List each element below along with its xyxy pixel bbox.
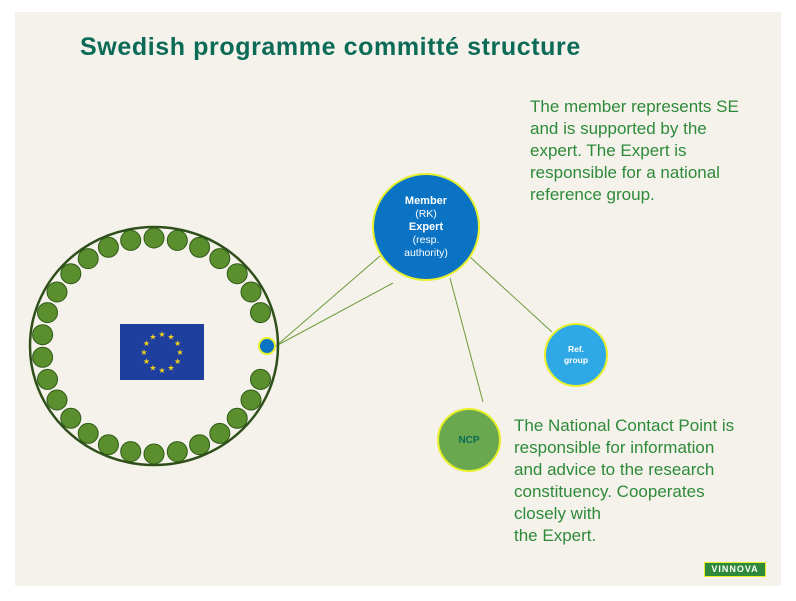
eu-star-icon: ★ bbox=[143, 339, 150, 348]
eu-star-icon: ★ bbox=[143, 357, 150, 366]
ncp-description-line: responsible for information bbox=[514, 438, 715, 457]
committee-member-dot bbox=[120, 441, 142, 463]
swedish-member-dot bbox=[258, 337, 276, 355]
committee-member-dot bbox=[60, 407, 82, 429]
vinnova-logo: VINNOVA bbox=[704, 562, 766, 577]
eu-star-icon: ★ bbox=[167, 332, 174, 341]
member-description-line: responsible for a national bbox=[530, 163, 720, 182]
committee-member-dot bbox=[77, 422, 99, 444]
member-node-title: Member bbox=[404, 194, 448, 207]
ncp-description-line: constituency. Cooperates bbox=[514, 482, 705, 501]
reference-group-node: Ref. group bbox=[544, 323, 608, 387]
committee-member-dot bbox=[143, 227, 165, 249]
committee-member-dot bbox=[37, 368, 58, 390]
committee-member-dot bbox=[60, 263, 82, 285]
eu-flag-icon: ★★★★★★★★★★★★ bbox=[120, 324, 204, 380]
member-description: The member represents SE and is supporte… bbox=[530, 96, 739, 206]
eu-star-icon: ★ bbox=[149, 332, 156, 341]
connector-member-to-ref bbox=[469, 256, 553, 333]
ncp-description-line: closely with bbox=[514, 504, 601, 523]
committee-member-dot bbox=[46, 281, 68, 303]
member-description-line: reference group. bbox=[530, 185, 655, 204]
committee-member-dot bbox=[37, 302, 58, 324]
member-description-line: expert. The Expert is bbox=[530, 141, 687, 160]
committee-member-dot bbox=[240, 281, 262, 303]
eu-star-icon: ★ bbox=[174, 357, 181, 366]
committee-member-dot bbox=[240, 389, 262, 411]
committee-member-dot bbox=[226, 263, 248, 285]
ncp-node: NCP bbox=[437, 408, 501, 472]
ncp-description-line: and advice to the research bbox=[514, 460, 715, 479]
connector-se-to-member-upper bbox=[275, 255, 381, 347]
committee-member-dot bbox=[189, 434, 211, 456]
committee-member-dot bbox=[209, 248, 231, 270]
eu-star-icon: ★ bbox=[167, 364, 174, 373]
member-node-sub: (RK) bbox=[415, 207, 437, 220]
committee-members bbox=[32, 227, 271, 465]
committee-member-dot bbox=[32, 324, 54, 346]
expert-node-sub: authority) bbox=[404, 246, 448, 259]
ncp-description-line: The National Contact Point is bbox=[514, 416, 735, 435]
committee-member-dot bbox=[166, 441, 188, 463]
committee-member-dot bbox=[32, 346, 54, 368]
committee-member-dot bbox=[189, 236, 211, 258]
ncp-description: The National Contact Point is responsibl… bbox=[514, 415, 734, 547]
committee-member-dot bbox=[120, 229, 142, 251]
committee-member-dot bbox=[250, 302, 271, 324]
member-description-line: The member represents SE bbox=[530, 97, 739, 116]
connector-lines bbox=[275, 255, 553, 403]
committee-member-dot bbox=[226, 407, 248, 429]
member-expert-node: Member (RK) Expert (resp. authority) bbox=[372, 173, 480, 281]
eu-star-icon: ★ bbox=[176, 348, 183, 357]
committee-member-dot bbox=[166, 229, 188, 251]
committee-member-dot bbox=[46, 389, 68, 411]
slide-background bbox=[15, 12, 781, 586]
expert-node-title: Expert bbox=[408, 220, 444, 233]
committee-member-dot bbox=[77, 248, 99, 270]
eu-star-icon: ★ bbox=[158, 366, 165, 375]
expert-node-sub: (resp. bbox=[412, 233, 440, 246]
committee-member-dot bbox=[250, 368, 271, 390]
eu-star-icon: ★ bbox=[149, 364, 156, 373]
committee-circle bbox=[28, 225, 280, 467]
ref-node-label: group bbox=[563, 355, 589, 365]
ref-node-label: Ref. bbox=[567, 344, 585, 354]
eu-star-icon: ★ bbox=[158, 330, 165, 339]
eu-star-icon: ★ bbox=[174, 339, 181, 348]
committee-member-dot bbox=[143, 443, 165, 465]
member-description-line: and is supported by the bbox=[530, 119, 707, 138]
committee-member-dot bbox=[97, 434, 119, 456]
eu-star-icon: ★ bbox=[140, 348, 147, 357]
connector-se-to-member-lower bbox=[275, 282, 394, 347]
committee-member-dot bbox=[97, 236, 119, 258]
ncp-description-line: the Expert. bbox=[514, 526, 597, 545]
page-title: Swedish programme committé structure bbox=[80, 33, 581, 61]
connector-member-to-ncp bbox=[449, 277, 484, 403]
ncp-node-label: NCP bbox=[458, 434, 480, 446]
committee-member-dot bbox=[209, 422, 231, 444]
